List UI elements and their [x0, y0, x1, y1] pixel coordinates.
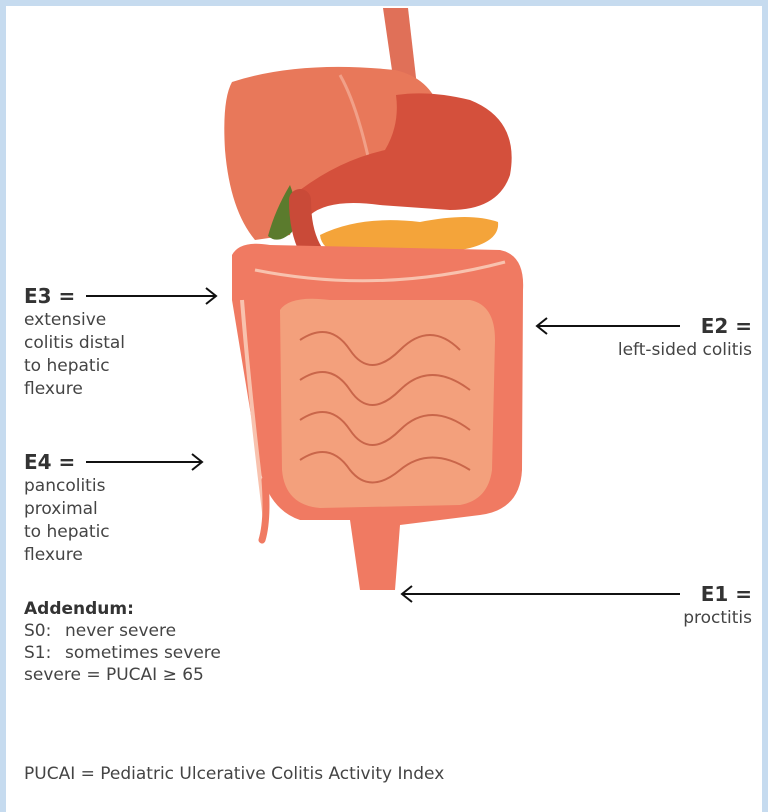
- e2-text: left-sided colitis: [618, 339, 752, 362]
- e1-text: proctitis: [683, 607, 752, 630]
- s0-code: S0:: [24, 620, 65, 642]
- appendix: [262, 480, 266, 540]
- s1-text: sometimes severe: [65, 643, 221, 663]
- e2-label: E2 = left-sided colitis: [618, 313, 752, 362]
- e3-line-3: to hepatic: [24, 355, 125, 378]
- e4-line-2: proximal: [24, 498, 110, 521]
- e3-line-1: extensive: [24, 309, 125, 332]
- severe-definition: severe = PUCAI ≥ 65: [24, 664, 221, 686]
- addendum-s1: S1:sometimes severe: [24, 642, 221, 664]
- small-intestine: [280, 299, 495, 508]
- addendum-title: Addendum:: [24, 598, 221, 620]
- e1-label: E1 = proctitis: [683, 581, 752, 630]
- addendum: Addendum: S0:never severe S1:sometimes s…: [24, 598, 221, 686]
- e3-code: E3 =: [24, 283, 125, 309]
- e4-line-3: to hepatic: [24, 521, 110, 544]
- e4-label: E4 = pancolitis proximal to hepatic flex…: [24, 449, 110, 567]
- s0-text: never severe: [65, 621, 176, 641]
- e4-code: E4 =: [24, 449, 110, 475]
- addendum-s0: S0:never severe: [24, 620, 221, 642]
- e2-code: E2 =: [618, 313, 752, 339]
- e4-line-4: flexure: [24, 544, 110, 567]
- e3-line-4: flexure: [24, 378, 125, 401]
- s1-code: S1:: [24, 642, 65, 664]
- e3-label: E3 = extensive colitis distal to hepatic…: [24, 283, 125, 401]
- e1-code: E1 =: [683, 581, 752, 607]
- e4-line-1: pancolitis: [24, 475, 110, 498]
- e3-line-2: colitis distal: [24, 332, 125, 355]
- footnote: PUCAI = Pediatric Ulcerative Colitis Act…: [24, 764, 444, 784]
